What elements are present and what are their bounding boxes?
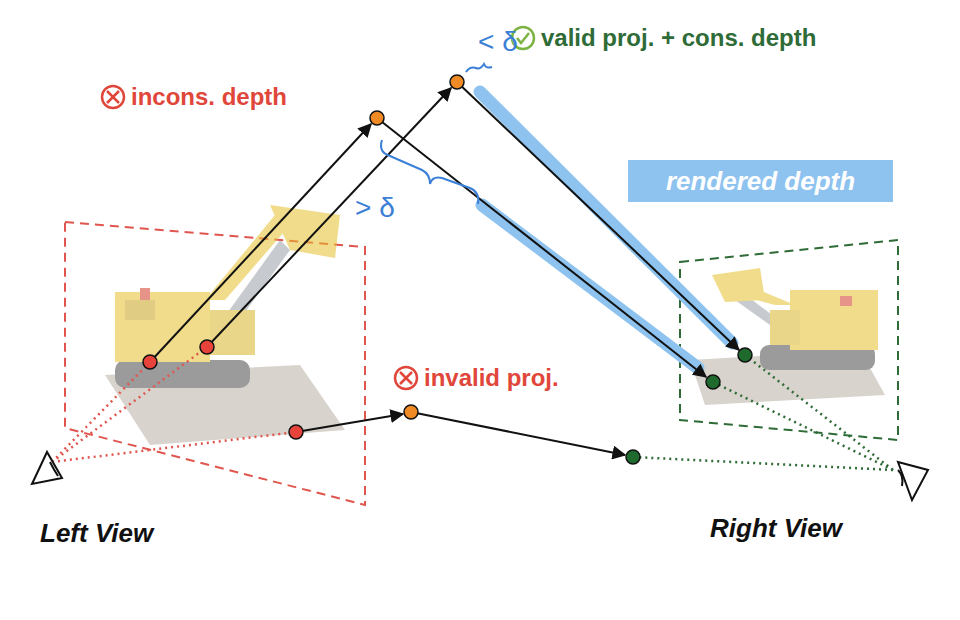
view-label: Left View — [40, 520, 153, 546]
large-bracket — [381, 140, 478, 204]
band-text: rendered depth — [666, 166, 855, 197]
right-frame — [680, 240, 898, 440]
view-label: Right View — [710, 515, 842, 541]
right-rays — [633, 355, 893, 470]
status-label: incons. depth — [131, 85, 287, 109]
label-band: rendered depth — [628, 160, 893, 202]
status-label: invalid proj. — [424, 366, 559, 390]
cross-icon — [395, 367, 417, 389]
delta-label: < δ — [478, 28, 518, 56]
points — [143, 75, 752, 464]
cross-icon — [102, 86, 124, 108]
left-frame — [65, 222, 365, 505]
left-eye — [32, 452, 62, 484]
status-label: valid proj. + cons. depth — [541, 26, 816, 50]
right-eye — [898, 462, 928, 500]
left-rays — [52, 347, 296, 462]
delta-label: > δ — [355, 194, 395, 222]
excavator-left — [105, 205, 345, 445]
projection-arrows — [150, 82, 739, 455]
small-bracket — [466, 64, 492, 72]
